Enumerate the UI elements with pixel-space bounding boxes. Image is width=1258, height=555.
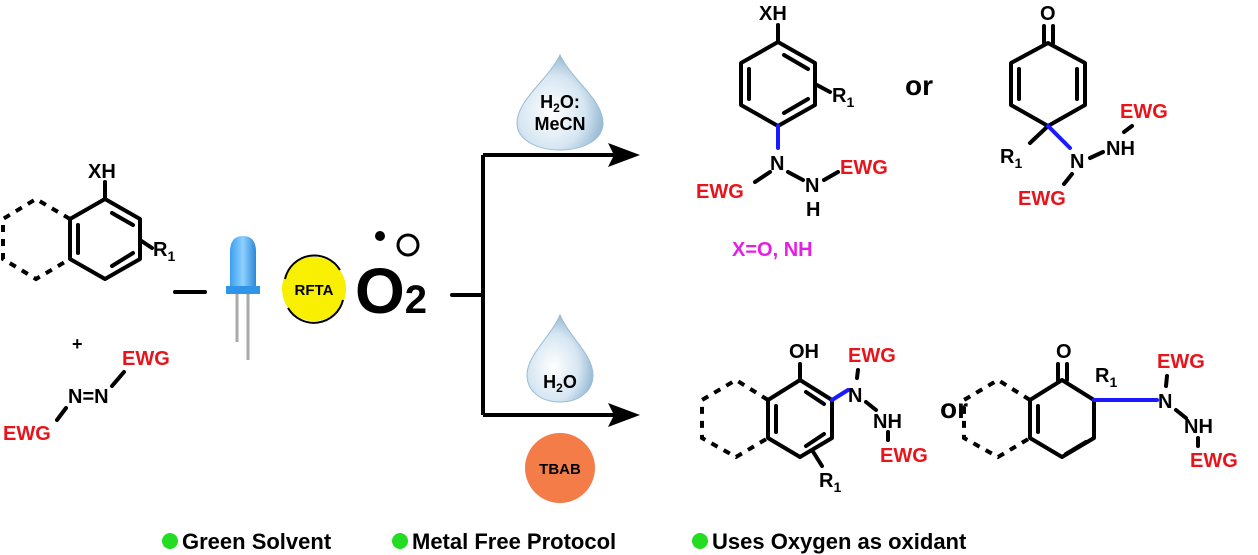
product-d-nh: NH xyxy=(1184,416,1213,438)
product-b-r1: R1 xyxy=(1000,146,1022,171)
product-a-xh: XH xyxy=(759,3,787,25)
reactant-arene: XH R1 xyxy=(1,161,175,282)
product-c-ewg-top: EWG xyxy=(848,345,896,367)
product-d-r1: R1 xyxy=(1095,365,1117,390)
product-a: XH R1 N EWG N H EWG xyxy=(696,3,888,221)
product-b-nh: NH xyxy=(1106,138,1135,160)
product-a-r1: R1 xyxy=(832,85,854,110)
bullet-icon xyxy=(392,533,408,549)
product-d-ewg-bottom: EWG xyxy=(1190,450,1238,472)
product-a-h: H xyxy=(806,199,820,221)
product-b: O R1 N NH EWG EWG xyxy=(1000,3,1168,210)
product-b-ewg-top: EWG xyxy=(1120,101,1168,123)
plus-sign: + xyxy=(72,334,83,354)
water-drop-icon: H2O: MeCN xyxy=(516,53,604,151)
reactant-azo: EWG N=N EWG xyxy=(3,348,170,445)
feature-metal-free: Metal Free Protocol xyxy=(412,529,616,554)
product-d-n1: N xyxy=(1158,391,1172,413)
product-d-o: O xyxy=(1056,341,1072,363)
feature-oxygen-oxidant: Uses Oxygen as oxidant xyxy=(712,529,967,554)
product-c: OH N EWG NH EWG R1 xyxy=(700,341,928,495)
product-c-nh: NH xyxy=(873,411,902,433)
solvent-h2o: H2O xyxy=(543,372,577,395)
product-a-ewg-left: EWG xyxy=(696,181,744,203)
product-d-ewg-top: EWG xyxy=(1157,351,1205,373)
water-drop-icon-bottom: H2O xyxy=(526,313,594,403)
solvent-mecn: MeCN xyxy=(534,114,585,134)
blue-led-icon xyxy=(226,236,260,360)
x-definition-note: X=O, NH xyxy=(732,239,813,261)
product-c-r1: R1 xyxy=(819,470,841,495)
product-a-n2: N xyxy=(805,175,819,197)
product-c-oh: OH xyxy=(789,341,819,363)
product-c-n1: N xyxy=(848,385,862,407)
oxygen-o: O2 xyxy=(355,255,427,327)
product-b-n1: N xyxy=(1070,151,1084,173)
tbab-label: TBAB xyxy=(539,461,581,478)
bullet-icon xyxy=(692,533,708,549)
oxygen-icon: O2 xyxy=(355,231,427,327)
features-row: Green Solvent Metal Free Protocol Uses O… xyxy=(162,529,967,554)
azo-n-n: N=N xyxy=(68,386,109,408)
azo-ewg-bottom: EWG xyxy=(3,423,51,445)
product-b-ewg-bottom: EWG xyxy=(1018,188,1066,210)
tbab-additive: TBAB xyxy=(525,433,595,503)
product-a-n1: N xyxy=(770,153,784,175)
solvent-h2o-mecn: H2O: xyxy=(540,92,580,115)
reactant-xh-label: XH xyxy=(88,161,116,183)
feature-green-solvent: Green Solvent xyxy=(182,529,332,554)
reactant-r1-label: R1 xyxy=(153,239,175,264)
product-b-o: O xyxy=(1040,3,1056,25)
rfta-catalyst: RFTA xyxy=(282,254,346,324)
azo-ewg-top: EWG xyxy=(122,348,170,370)
bullet-icon xyxy=(162,533,178,549)
product-c-ewg-bottom: EWG xyxy=(880,445,928,467)
rfta-label: RFTA xyxy=(295,282,334,299)
or-top: or xyxy=(905,70,933,101)
product-d: O R1 N EWG NH EWG xyxy=(962,341,1238,472)
product-a-ewg-right: EWG xyxy=(840,157,888,179)
